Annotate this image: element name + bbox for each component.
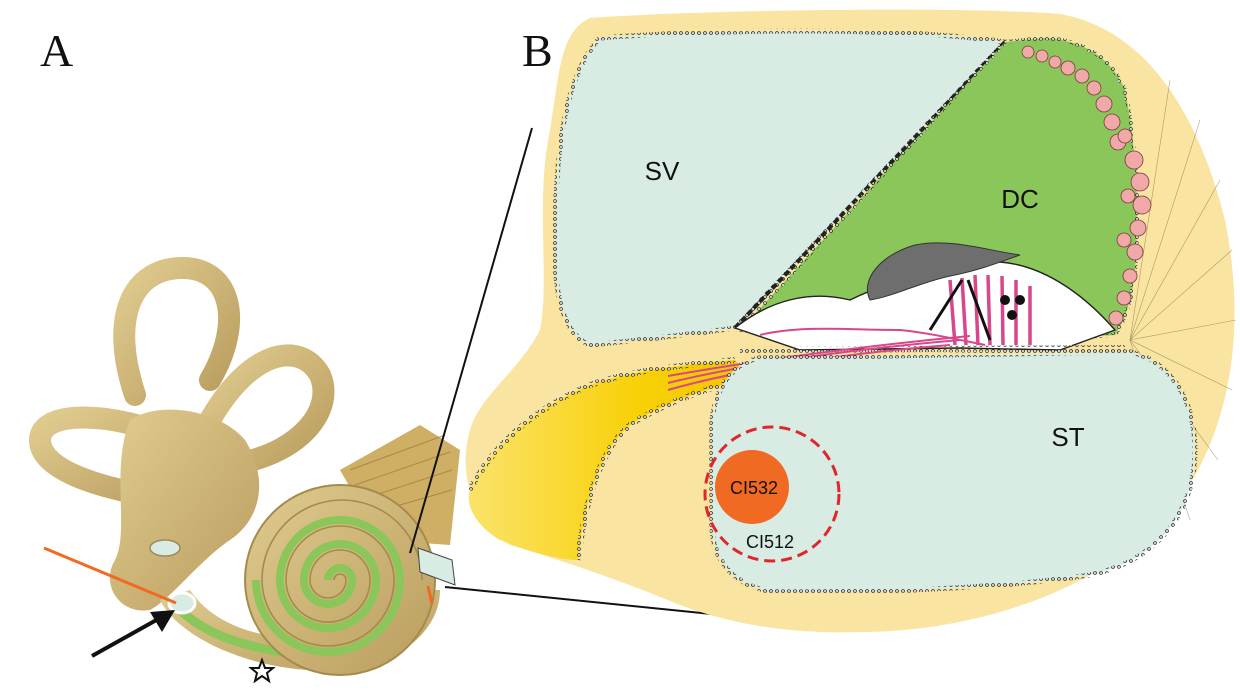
st-label: ST <box>1051 422 1084 452</box>
dc-label: DC <box>1001 184 1039 214</box>
cochlea-spiral <box>245 485 435 675</box>
arrow-icon <box>92 610 175 656</box>
panel-a-label: A <box>40 25 73 76</box>
electrode-large-label: CI512 <box>746 532 794 552</box>
panel-b-label: B <box>522 25 553 76</box>
electrode-small-label: CI532 <box>730 478 778 498</box>
sv-label: SV <box>645 156 680 186</box>
basilar-membrane <box>740 348 1125 350</box>
panel-a: A <box>40 25 460 681</box>
oval-window <box>150 540 180 556</box>
panel-b: B <box>466 10 1236 633</box>
vestibule <box>110 410 259 611</box>
